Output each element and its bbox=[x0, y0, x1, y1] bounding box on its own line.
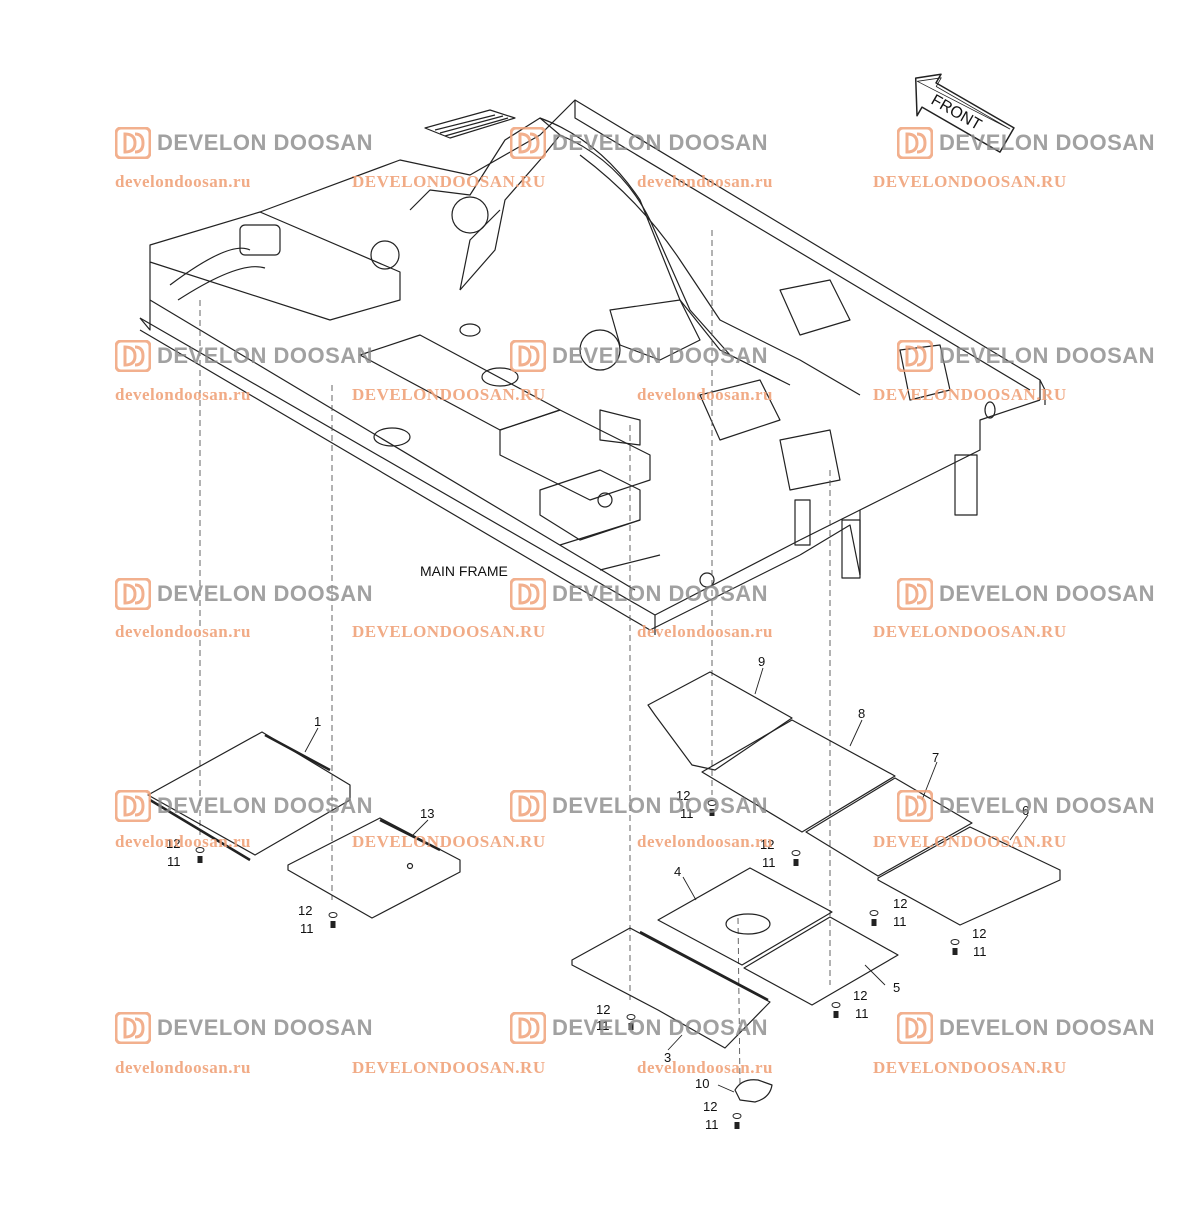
washer-icon bbox=[950, 939, 960, 945]
callout-6: 6 bbox=[1022, 803, 1029, 818]
bolt-icon bbox=[833, 1011, 839, 1018]
watermark-url: DEVELONDOOSAN.RU bbox=[352, 622, 546, 641]
callout-11: 11 bbox=[973, 944, 987, 959]
bolt-icon bbox=[197, 856, 203, 863]
callout-11: 11 bbox=[762, 855, 776, 870]
washer-icon bbox=[732, 1113, 742, 1119]
washer-icon bbox=[869, 910, 879, 916]
bolt-icon bbox=[734, 1122, 740, 1129]
watermark-url: develondoosan.ru bbox=[115, 385, 251, 404]
callout-10: 10 bbox=[695, 1076, 709, 1091]
frame-label: MAIN FRAME bbox=[420, 563, 508, 579]
callout-12: 12 bbox=[596, 1002, 610, 1017]
bolt-icon bbox=[330, 921, 336, 928]
watermark-url: DEVELONDOOSAN.RU bbox=[873, 832, 1067, 851]
watermark-url: develondoosan.ru bbox=[115, 622, 251, 641]
watermark-url: develondoosan.ru bbox=[115, 832, 251, 851]
assembly-lines bbox=[199, 230, 831, 1086]
bolt-icon bbox=[871, 919, 877, 926]
watermark-url: develondoosan.ru bbox=[637, 385, 773, 404]
callout-11: 11 bbox=[893, 914, 907, 929]
bolt-icon bbox=[709, 809, 715, 816]
callout-12: 12 bbox=[972, 926, 986, 941]
washer-icon bbox=[328, 912, 338, 918]
cover-plate-1 bbox=[147, 731, 351, 862]
callout-11: 11 bbox=[300, 921, 314, 936]
cover-plate-5 bbox=[743, 916, 899, 1006]
callout-11: 11 bbox=[680, 806, 694, 821]
watermark-url: develondoosan.ru bbox=[637, 622, 773, 641]
frame-step bbox=[424, 109, 516, 139]
callout-12: 12 bbox=[166, 836, 180, 851]
callout-11: 11 bbox=[596, 1018, 610, 1033]
callout-9: 9 bbox=[758, 654, 765, 669]
callout-11: 11 bbox=[167, 854, 181, 869]
watermark-url: develondoosan.ru bbox=[637, 832, 773, 851]
bolt-icon bbox=[793, 859, 799, 866]
callout-labels: 1139876453101211121112111211121112111211… bbox=[166, 654, 1029, 1132]
cover-plate-6 bbox=[877, 826, 1061, 926]
watermark-url: DEVELONDOOSAN.RU bbox=[873, 1058, 1067, 1077]
cover-plate-9 bbox=[647, 671, 793, 771]
watermark-url: develondoosan.ru bbox=[115, 1058, 251, 1077]
callout-3: 3 bbox=[664, 1050, 671, 1065]
watermark-url: develondoosan.ru bbox=[637, 172, 773, 191]
cover-plate-8 bbox=[701, 719, 896, 833]
watermark-url: DEVELONDOOSAN.RU bbox=[873, 172, 1067, 191]
callout-11: 11 bbox=[855, 1006, 869, 1021]
callout-8: 8 bbox=[858, 706, 865, 721]
watermark-url: DEVELONDOOSAN.RU bbox=[873, 622, 1067, 641]
callout-4: 4 bbox=[674, 864, 681, 879]
bolt-icon bbox=[952, 948, 958, 955]
watermark-url: DEVELONDOOSAN.RU bbox=[352, 832, 546, 851]
washer-icon bbox=[626, 1014, 636, 1020]
bolt-icon bbox=[628, 1023, 634, 1030]
leader-lines bbox=[304, 667, 1029, 1093]
cover-plate-7 bbox=[805, 777, 973, 877]
washer-icon bbox=[195, 847, 205, 853]
watermark-url: DEVELONDOOSAN.RU bbox=[352, 385, 546, 404]
watermark-url: DEVELONDOOSAN.RU bbox=[352, 1058, 546, 1077]
callout-13: 13 bbox=[420, 806, 434, 821]
frame-rear-left bbox=[149, 211, 401, 321]
callout-11: 11 bbox=[705, 1117, 719, 1132]
cover-plate-3 bbox=[571, 927, 771, 1049]
watermark-url: develondoosan.ru bbox=[115, 172, 251, 191]
callout-12: 12 bbox=[676, 788, 690, 803]
cover-plate-13 bbox=[287, 817, 461, 919]
washer-icon bbox=[707, 800, 717, 806]
callout-1: 1 bbox=[314, 714, 321, 729]
watermark-url: DEVELONDOOSAN.RU bbox=[352, 172, 546, 191]
callout-12: 12 bbox=[853, 988, 867, 1003]
callout-12: 12 bbox=[703, 1099, 717, 1114]
cover-plate-4 bbox=[657, 867, 833, 966]
callout-12: 12 bbox=[298, 903, 312, 918]
callout-7: 7 bbox=[932, 750, 939, 765]
watermark-url: DEVELONDOOSAN.RU bbox=[873, 385, 1067, 404]
fasteners bbox=[195, 800, 960, 1129]
front-arrow bbox=[914, 73, 1015, 153]
cover-plate-10 bbox=[734, 1079, 773, 1103]
callout-12: 12 bbox=[760, 837, 774, 852]
washer-icon bbox=[791, 850, 801, 856]
washer-icon bbox=[831, 1002, 841, 1008]
callout-5: 5 bbox=[893, 980, 900, 995]
watermark-url: develondoosan.ru bbox=[637, 1058, 773, 1077]
callout-12: 12 bbox=[893, 896, 907, 911]
